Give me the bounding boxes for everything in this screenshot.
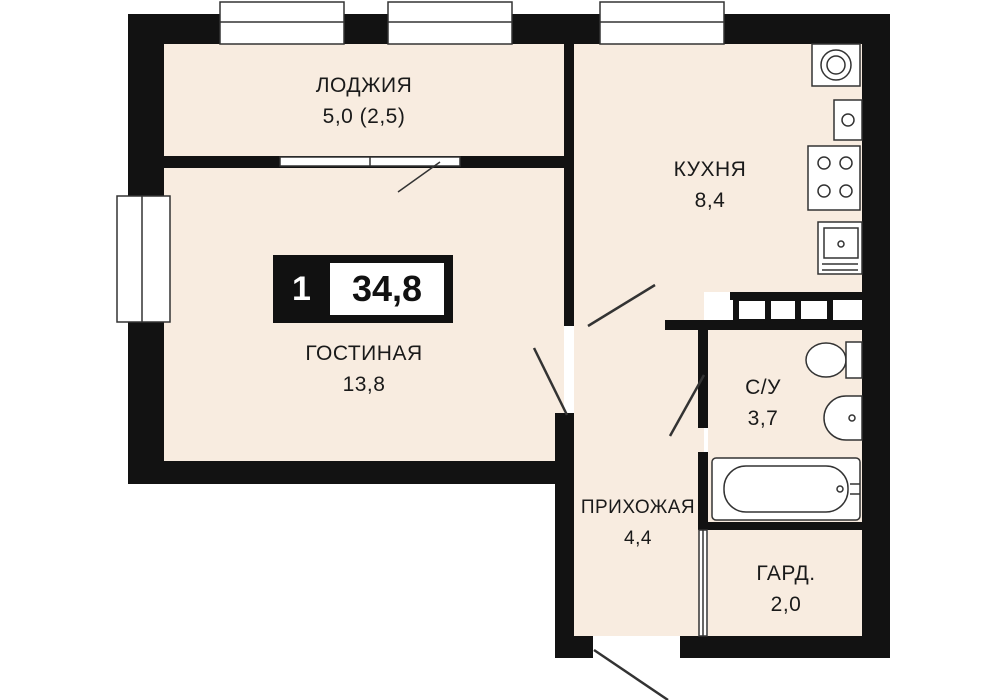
loggia-floor — [164, 44, 564, 156]
washbasin-icon — [823, 395, 863, 441]
room-label-living: ГОСТИНАЯ 13,8 — [274, 338, 454, 400]
room-label-hallway: ПРИХОЖАЯ 4,4 — [572, 492, 704, 554]
room-label-kitchen: КУХНЯ 8,4 — [640, 154, 780, 216]
loggia-door — [279, 156, 461, 193]
room-area: 2,0 — [770, 593, 802, 616]
shelving — [733, 295, 833, 325]
room-area: 3,7 — [747, 407, 779, 430]
window-loggia-right — [387, 1, 513, 45]
apartment-badge: 1 34,8 — [273, 255, 453, 323]
bath-fixtures — [711, 341, 863, 521]
room-name: ГАРД. — [756, 562, 816, 585]
wardrobe-floor — [708, 530, 862, 636]
entry-door — [593, 648, 669, 700]
kitchen-door — [587, 283, 656, 328]
outer-wall-bottom-right — [680, 636, 890, 658]
living-door — [532, 347, 569, 416]
kitchen-left-wall-upper — [564, 44, 574, 326]
window-loggia-left — [219, 1, 345, 45]
bath-left-wall-low — [698, 452, 708, 530]
kitchen-fixtures — [807, 43, 863, 275]
room-name: КУХНЯ — [673, 158, 747, 181]
room-label-loggia: ЛОДЖИЯ 5,0 (2,5) — [284, 70, 444, 132]
bath-bottom-wall — [698, 522, 862, 530]
room-name: С/У — [745, 376, 781, 399]
hall-floor — [574, 292, 704, 636]
room-name: ЛОДЖИЯ — [315, 74, 413, 97]
wardrobe-door — [698, 529, 708, 637]
windows — [116, 1, 725, 323]
room-name: ПРИХОЖАЯ — [580, 497, 696, 518]
room-count: 1 — [292, 269, 311, 308]
window-kitchen — [599, 1, 725, 45]
room-area: 4,4 — [624, 528, 652, 549]
room-area: 8,4 — [694, 189, 726, 212]
outer-wall-right — [862, 14, 890, 658]
kitchen-left-wall-lower — [564, 415, 574, 465]
door-leaves — [532, 283, 706, 700]
floor-areas — [164, 44, 862, 636]
stove-icon — [807, 145, 861, 211]
bath-left-wall — [698, 320, 708, 428]
outer-wall-bottom-left — [128, 461, 571, 484]
total-area: 34,8 — [330, 263, 444, 315]
hall-left-wall — [555, 413, 574, 658]
bath-door — [668, 374, 706, 437]
toilet-icon — [805, 342, 847, 378]
room-label-wardrobe: ГАРД. 2,0 — [736, 558, 836, 620]
room-area: 13,8 — [342, 373, 386, 396]
window-living — [116, 195, 171, 323]
room-label-bathroom: С/У 3,7 — [728, 372, 798, 434]
room-area: 5,0 (2,5) — [322, 105, 406, 128]
room-name: ГОСТИНАЯ — [305, 342, 423, 365]
